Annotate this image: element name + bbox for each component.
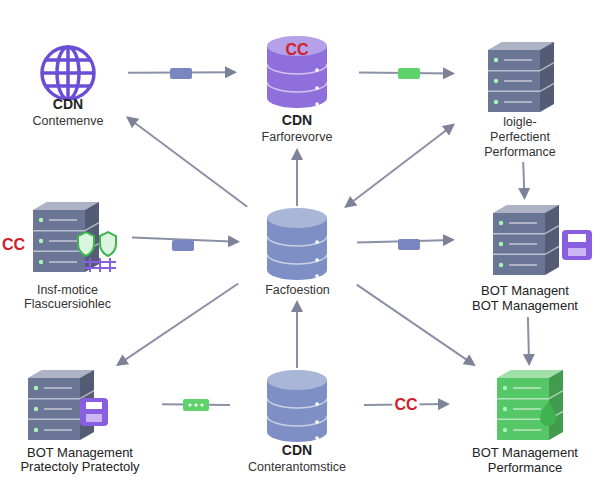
shield-icon	[78, 232, 116, 272]
node-text: Insf-motice	[5, 283, 130, 298]
node-text: Flascuersiohlec	[5, 297, 130, 312]
database-icon	[267, 370, 327, 442]
connector-arrow	[346, 125, 454, 207]
node-box: CDN Contemenve	[10, 40, 126, 135]
node-text: CDN	[237, 113, 357, 128]
storage-icon	[80, 230, 592, 426]
node-box: CC CDN Farforevorve	[237, 36, 357, 148]
line-badge	[170, 68, 420, 411]
connector-arrow	[296, 302, 298, 368]
node-text: Conterantomstice	[232, 460, 362, 475]
node-text: BOT Management	[450, 445, 600, 460]
node-text: CDN	[232, 443, 362, 458]
node-text: Pratectoly Pratectoly	[0, 459, 160, 474]
node-box: Facfoestion	[240, 208, 355, 300]
connector-arrow	[357, 285, 474, 365]
node-box: BOT ManagementPratectoly Pratectoly	[0, 366, 160, 474]
node-text: Facfoestion	[240, 283, 355, 298]
connector-arrow	[118, 284, 239, 365]
connector-arrow	[528, 317, 529, 364]
edge-label: CC	[392, 396, 419, 414]
node-box: BOT ManagementPerformance	[450, 366, 600, 476]
globe-icon	[42, 47, 94, 99]
node-text: CC	[237, 42, 357, 57]
node-text: Farforevorve	[237, 130, 357, 145]
database-icon	[267, 208, 327, 280]
server-icon	[497, 370, 563, 440]
node-box: BOT ManagentBOT Management	[455, 200, 595, 315]
connector-arrow	[523, 162, 524, 198]
node-text: BOT Managent	[455, 283, 595, 298]
node-text: Performance	[450, 460, 600, 475]
server-icon	[488, 42, 554, 112]
drop-icon	[540, 402, 556, 426]
node-text: Contemenve	[10, 114, 126, 129]
node-text: BOT Management	[455, 298, 595, 313]
node-box: Insf-moticeFlascuersiohlec	[5, 198, 130, 313]
connector-arrow	[162, 403, 230, 406]
node-text: CDN	[10, 97, 126, 112]
connector-arrow	[296, 150, 298, 206]
server-icon	[493, 205, 559, 275]
connector-arrow	[128, 118, 248, 207]
node-box: CDN Conterantomstice	[232, 370, 362, 475]
node-text: loigle- Perfectient Performance	[474, 115, 566, 160]
node-box: loigle- Perfectient Performance	[455, 38, 585, 160]
free-label: CC	[2, 236, 25, 254]
node-text: BOT Management	[0, 445, 160, 460]
